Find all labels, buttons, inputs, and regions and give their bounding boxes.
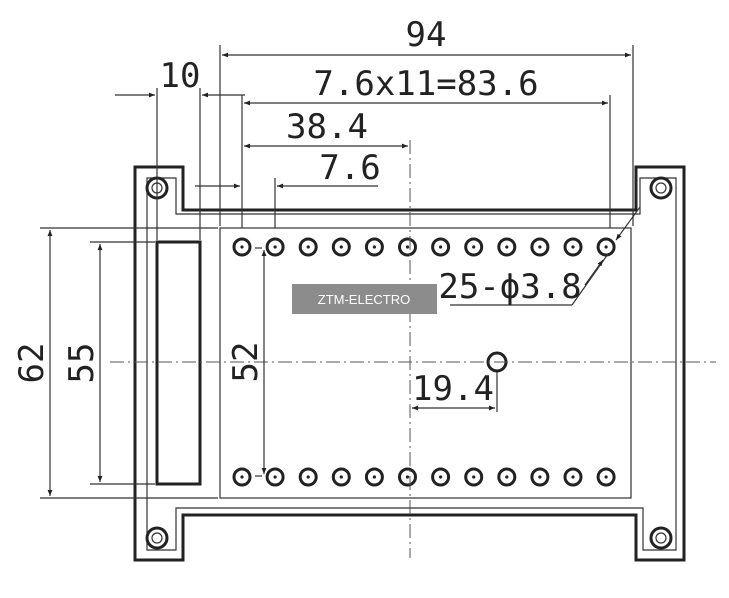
terminal-hole-top	[331, 237, 351, 257]
terminal-hole-bottom-center	[439, 475, 443, 479]
terminal-hole-top-center	[439, 245, 443, 249]
terminal-hole-bottom-center	[505, 475, 509, 479]
pcb-outline	[219, 227, 632, 499]
terminal-hole-bottom-center	[306, 475, 310, 479]
dimension-lines	[47, 52, 641, 496]
terminal-hole-bottom	[364, 467, 384, 487]
extension-lines	[40, 45, 634, 499]
terminal-hole-top-center	[472, 245, 476, 249]
terminal-hole-bottom	[464, 467, 484, 487]
terminal-hole-bottom	[563, 467, 583, 487]
terminal-hole-bottom-center	[405, 475, 410, 479]
terminal-hole-top-center	[571, 245, 575, 249]
dim-row-spacing: 52	[226, 342, 266, 383]
terminal-hole-bottom	[331, 467, 351, 487]
enclosure-outline	[133, 165, 686, 562]
terminal-hole-top-center	[372, 245, 376, 249]
terminal-hole-bottom	[398, 467, 417, 487]
watermark: ZTM-ELECTRO	[292, 284, 437, 314]
terminal-hole-bottom-center	[571, 475, 575, 479]
terminal-hole-top	[596, 237, 616, 257]
dim-pitch-span: 7.6x11=83.6	[313, 64, 538, 104]
terminal-hole-bottom	[232, 467, 252, 487]
mounting-hole-bottom-right	[649, 526, 673, 550]
dim-height-total: 62	[12, 343, 52, 384]
terminal-hole-top	[530, 237, 550, 257]
dim-flange: 10	[160, 56, 201, 96]
terminal-hole-bottom-center	[538, 475, 542, 479]
dim-pitch: 7.6	[319, 148, 380, 188]
terminal-hole-top	[431, 237, 451, 257]
terminal-hole-top-center	[538, 245, 542, 249]
terminal-hole-top-center	[306, 245, 310, 249]
terminal-hole-top-center	[505, 245, 509, 249]
dim-holes: 25-ϕ3.8	[438, 267, 581, 307]
terminal-hole-bottom-center	[273, 475, 277, 479]
terminal-holes-bottom-row	[232, 467, 616, 487]
terminal-hole-bottom-center	[472, 475, 476, 479]
center-lines	[110, 140, 716, 558]
terminal-hole-bottom-center	[372, 475, 376, 479]
terminal-hole-top	[364, 237, 384, 257]
terminal-hole-bottom	[431, 467, 451, 487]
terminal-hole-top-center	[240, 245, 244, 249]
terminal-hole-top-center	[273, 245, 277, 249]
terminal-hole-top	[265, 237, 285, 257]
terminal-hole-bottom	[497, 467, 517, 487]
terminal-hole-bottom	[265, 467, 285, 487]
dim-height-inner: 55	[62, 343, 102, 384]
terminal-holes-top-row	[232, 237, 616, 257]
terminal-hole-top	[298, 237, 318, 257]
terminal-hole-top	[232, 237, 252, 257]
terminal-hole-top-center	[405, 245, 410, 249]
terminal-hole-bottom	[298, 467, 318, 487]
terminal-hole-bottom-center	[604, 475, 608, 479]
terminal-hole-bottom	[596, 467, 616, 487]
terminal-hole-bottom	[530, 467, 550, 487]
terminal-hole-top	[464, 237, 484, 257]
terminal-hole-bottom-center	[240, 475, 244, 479]
terminal-hole-top	[497, 237, 517, 257]
terminal-hole-top-center	[339, 245, 343, 249]
connector-block	[155, 240, 202, 486]
terminal-hole-top-center	[604, 245, 608, 249]
mounting-hole-top-right	[649, 176, 673, 200]
terminal-hole-top	[398, 237, 417, 257]
dim-center-offset: 38.4	[286, 107, 368, 147]
dim-hole-offset: 19.4	[412, 369, 494, 409]
mounting-hole-bottom-left	[145, 526, 169, 550]
terminal-hole-top	[563, 237, 583, 257]
terminal-hole-bottom-center	[339, 475, 343, 479]
watermark-text: ZTM-ELECTRO	[318, 292, 410, 307]
dim-width-total: 94	[406, 15, 447, 55]
